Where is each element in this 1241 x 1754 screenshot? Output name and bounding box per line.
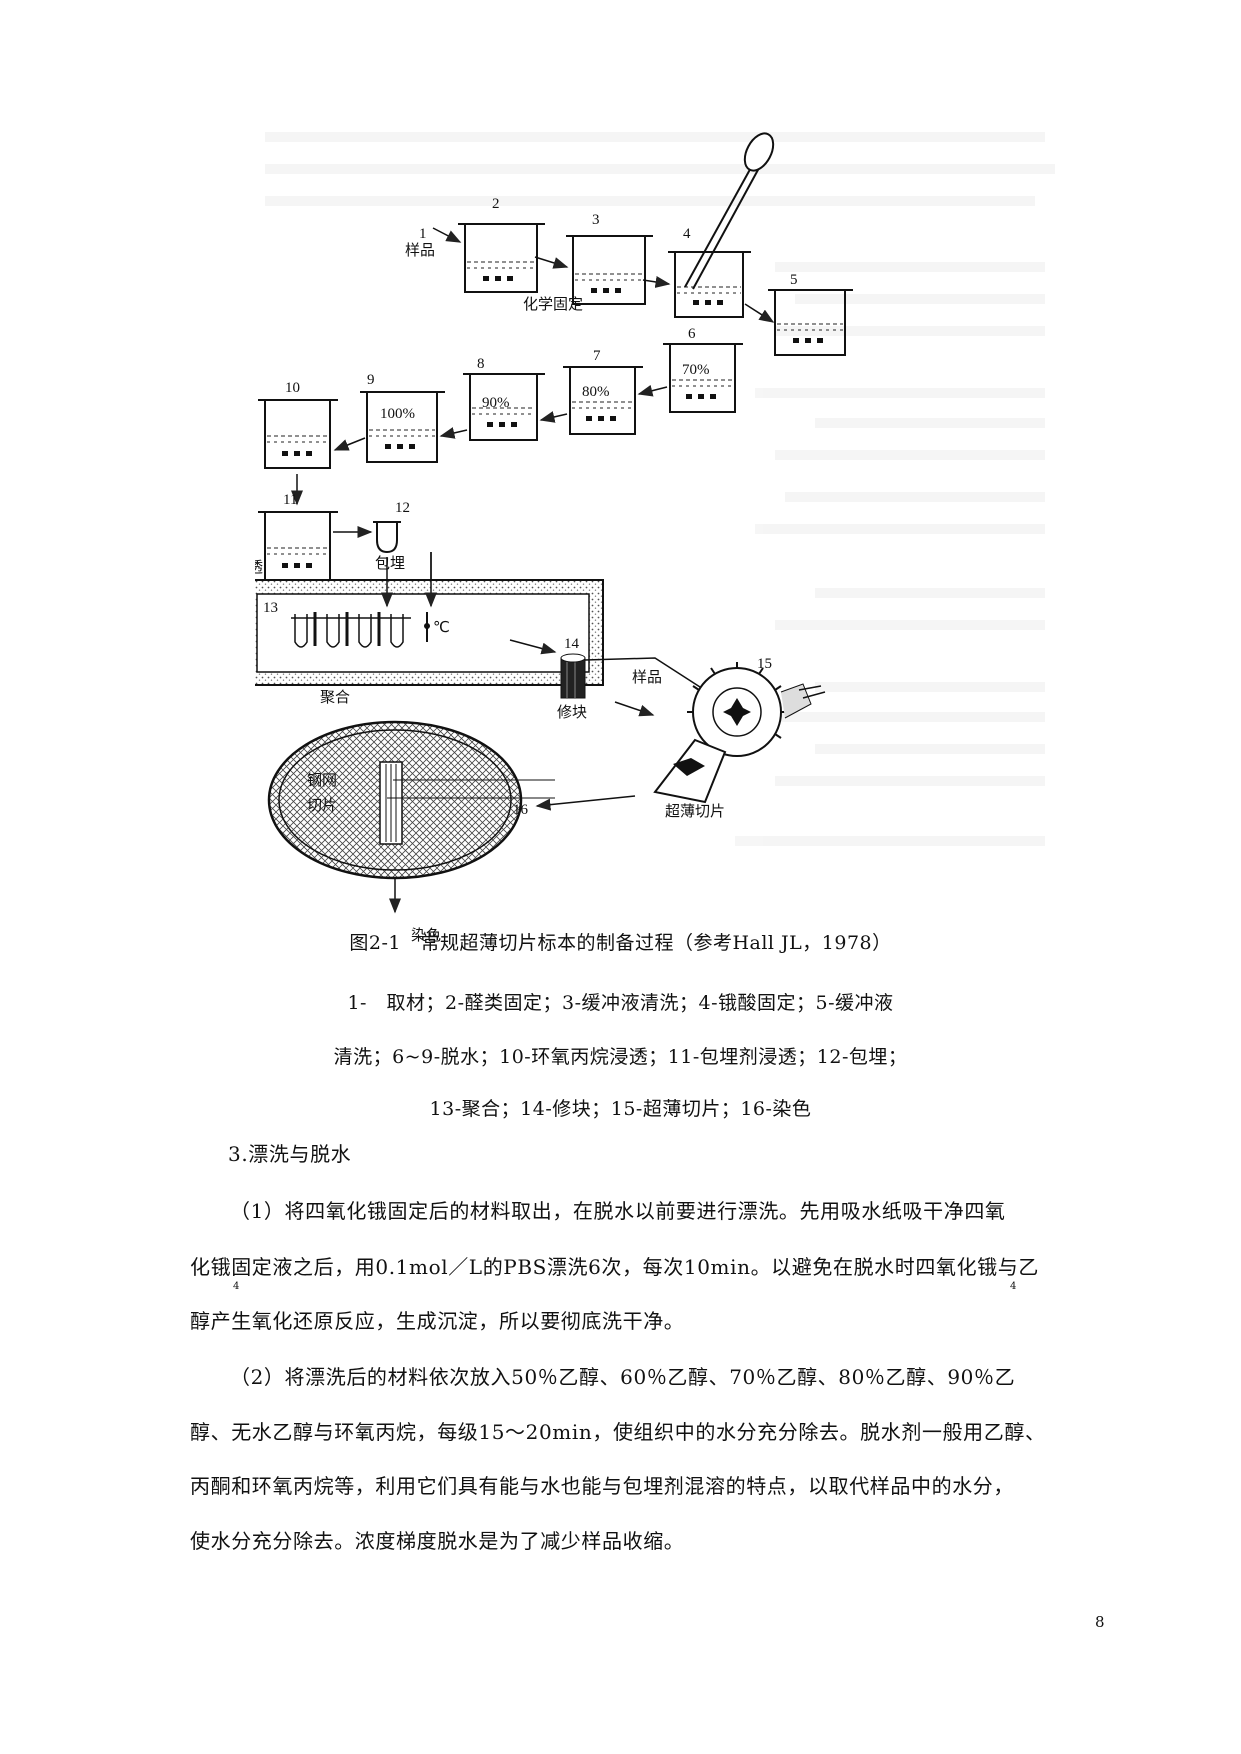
step-number-12: 12 xyxy=(395,500,410,516)
beaker-6 xyxy=(663,343,743,413)
paragraph-1-line-2b: 固定液之后，用0.1mol／L的PBS漂洗6次，每次10min。以避免在脱水时四… xyxy=(231,1255,998,1279)
label-polymerize: 聚合 xyxy=(320,688,350,706)
label-infiltrate: 浸透 xyxy=(255,558,263,576)
paragraph-1-line-1: （1）将四氧化锇固定后的材料取出，在脱水以前要进行漂洗。先用吸水纸吸干净四氧 xyxy=(230,1199,1006,1223)
label-section: 切片 xyxy=(307,796,337,814)
paragraph-2-line-4: 使水分充分除去。浓度梯度脱水是为了减少样品收缩。 xyxy=(190,1529,685,1553)
beaker-10 xyxy=(258,399,338,469)
label-mesh: 钢网 xyxy=(307,771,337,789)
step-number-4: 4 xyxy=(683,226,691,242)
grid-16 xyxy=(267,720,555,880)
concentration-90: 90% xyxy=(482,395,510,411)
label-chemical-fixation: 化学固定 xyxy=(523,295,583,313)
beaker-9 xyxy=(360,391,445,463)
figure-caption-line-1: 1- 取材；2-醛类固定；3-缓冲液清洗；4-锇酸固定；5-缓冲液 xyxy=(347,992,894,1014)
paragraph-2-line-2: 醇、无水乙醇与环氧丙烷，每级15～20min，使组织中的水分充分除去。脱水剂一般… xyxy=(190,1420,1046,1444)
paragraph-1-line-2: 化锇固定液之后，用0.1mol／L的PBS漂洗6次，每次10min。以避免在脱水… xyxy=(190,1257,1039,1277)
step-number-11: 11 xyxy=(283,492,297,508)
label-sample: 样品 xyxy=(405,241,435,259)
beaker-2 xyxy=(458,223,545,293)
paragraph-2-line-3: 丙酮和环氧丙烷等，利用它们具有能与水也能与包埋剂混溶的特点，以取代样品中的水分， xyxy=(190,1474,1014,1498)
step-numbers: 1 2 3 4 5 6 7 8 9 10 11 12 13 14 15 16 xyxy=(263,196,798,818)
step-number-6: 6 xyxy=(688,326,696,342)
oven-13 xyxy=(255,552,604,686)
beaker-5 xyxy=(768,289,853,356)
preparation-process-diagram: 1 2 3 4 5 6 7 8 9 10 11 12 13 14 15 16 7… xyxy=(255,132,1055,944)
step-number-13: 13 xyxy=(263,600,278,616)
step-number-5: 5 xyxy=(790,272,798,288)
concentration-100: 100% xyxy=(380,406,415,422)
step-number-14: 14 xyxy=(564,636,580,652)
paragraph-1-line-3: 醇产生氧化还原反应，生成沉淀，所以要彻底洗干净。 xyxy=(190,1309,685,1333)
step-number-15: 15 xyxy=(757,656,772,672)
label-temperature: ℃ xyxy=(433,618,450,636)
section-heading: 3.漂洗与脱水 xyxy=(228,1142,352,1166)
label-stain: 染色 xyxy=(411,926,441,944)
step-number-2: 2 xyxy=(492,196,500,212)
label-embed: 包埋 xyxy=(375,554,405,572)
step-number-10: 10 xyxy=(285,380,300,396)
label-ultrathin-section: 超薄切片 xyxy=(665,802,725,820)
step-number-1: 1 xyxy=(419,226,427,242)
figure-caption-line-2: 清洗；6~9-脱水；10-环氧丙烷浸透；11-包埋剂浸透；12-包埋； xyxy=(333,1046,908,1068)
beaker-3 xyxy=(566,235,653,305)
beaker-7 xyxy=(563,366,643,435)
label-sample-2: 样品 xyxy=(632,668,662,686)
step-number-3: 3 xyxy=(592,212,600,228)
ultramicrotome-15 xyxy=(653,662,826,804)
beaker-4 xyxy=(668,132,775,318)
concentration-80: 80% xyxy=(582,384,610,400)
bleed-through-background xyxy=(265,132,1055,846)
step-number-16: 16 xyxy=(513,802,529,818)
step-number-8: 8 xyxy=(477,356,485,372)
beaker-11 xyxy=(258,511,338,581)
label-trim: 修块 xyxy=(557,703,587,721)
subscript-4-b: 4 xyxy=(1010,1281,1017,1292)
figure-diagram: 1 2 3 4 5 6 7 8 9 10 11 12 13 14 15 16 7… xyxy=(255,112,1055,1012)
paragraph-1-line-2c: 与乙 xyxy=(997,1255,1039,1279)
step-number-9: 9 xyxy=(367,372,375,388)
step-number-7: 7 xyxy=(593,348,601,364)
paragraph-2-line-1: （2）将漂洗后的材料依次放入50％乙醇、60％乙醇、70％乙醇、80％乙醇、90… xyxy=(230,1365,1016,1389)
paragraph-1-line-2a: 化锇 xyxy=(190,1255,232,1279)
flow-arrows xyxy=(291,227,775,914)
subscript-4-a: 4 xyxy=(233,1281,240,1292)
page-number: 8 xyxy=(1095,1613,1105,1631)
concentration-70: 70% xyxy=(682,362,710,378)
block-trimmer-14 xyxy=(560,653,701,699)
embedding-capsule-12 xyxy=(373,521,401,554)
beaker-8 xyxy=(463,373,545,441)
figure-caption-title: 图2-1 常规超薄切片标本的制备过程（参考Hall JL，1978） xyxy=(349,932,892,954)
figure-caption-line-3: 13-聚合；14-修块；15-超薄切片；16-染色 xyxy=(429,1098,812,1120)
